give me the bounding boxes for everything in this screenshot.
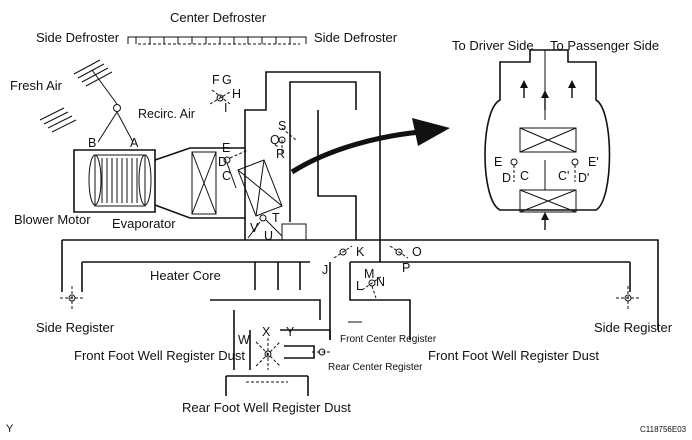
damper-letter-v: V	[250, 221, 259, 235]
damper-letter-b: B	[88, 136, 96, 150]
damper-letter-m: M	[364, 267, 374, 281]
damper-letter-o: O	[412, 245, 422, 259]
damper-letter-k: K	[356, 245, 365, 259]
side-defroster-left-label: Side Defroster	[36, 30, 120, 45]
rear-center-register-label: Rear Center Register	[328, 362, 423, 373]
inset-letter-e-prime: E'	[588, 155, 599, 169]
heater-core-label: Heater Core	[150, 268, 221, 283]
front-foot-well-right-label: Front Foot Well Register Dust	[428, 348, 599, 363]
air-intake	[39, 59, 156, 213]
damper-letter-y: Y	[286, 325, 295, 339]
rear-foot-well-label: Rear Foot Well Register Dust	[182, 400, 351, 415]
inset-letter-e: E	[494, 155, 502, 169]
front-center-register-label: Front Center Register	[340, 334, 437, 345]
damper-letter-t: T	[272, 211, 280, 225]
damper-letter-q: Q	[270, 133, 280, 147]
inset-letter-d-prime: D'	[578, 171, 589, 185]
detail-arrow	[290, 118, 450, 175]
damper-letter-e: E	[222, 141, 230, 155]
side-register-right-label: Side Register	[594, 320, 673, 335]
to-driver-side-label: To Driver Side	[452, 38, 534, 53]
fresh-air-label: Fresh Air	[10, 78, 63, 93]
inset-letter-d: D	[502, 171, 511, 185]
center-defroster-label: Center Defroster	[170, 10, 267, 25]
damper-letter-u: U	[264, 229, 273, 243]
lower-distribution-duct	[60, 239, 659, 396]
heater-core-unit	[223, 149, 283, 239]
recirc-air-label: Recirc. Air	[138, 107, 195, 121]
inset-letter-c: C	[520, 169, 529, 183]
to-passenger-side-label: To Passenger Side	[550, 38, 659, 53]
evaporator-label: Evaporator	[112, 216, 176, 231]
main-duct	[209, 71, 381, 241]
inset-letter-c-prime: C'	[558, 169, 569, 183]
damper-letter-w: W	[238, 333, 250, 347]
damper-letter-a: A	[130, 136, 139, 150]
blower-motor-unit	[88, 154, 152, 207]
evaporator-case	[154, 147, 246, 219]
blower-motor-label: Blower Motor	[14, 212, 91, 227]
damper-letter-l: L	[356, 279, 363, 293]
damper-letter-g: G	[222, 73, 232, 87]
damper-letter-r: R	[276, 147, 285, 161]
damper-letter-p: P	[402, 261, 410, 275]
damper-letter-s: S	[278, 119, 286, 133]
corner-mark: Y	[6, 423, 14, 435]
damper-letter-c: C	[222, 169, 231, 183]
damper-letter-d: D	[218, 155, 227, 169]
damper-letter-f: F	[212, 73, 220, 87]
damper-letter-i: I	[224, 101, 227, 115]
damper-letter-n: N	[376, 275, 385, 289]
center-defroster-outlet	[127, 36, 307, 45]
side-defroster-right-label: Side Defroster	[314, 30, 398, 45]
damper-letter-h: H	[232, 87, 241, 101]
damper-letter-j: J	[322, 263, 328, 277]
inset-detail	[484, 49, 611, 230]
front-foot-well-left-label: Front Foot Well Register Dust	[74, 348, 245, 363]
side-register-left-label: Side Register	[36, 320, 115, 335]
figure-code: C118756E03	[640, 425, 687, 434]
damper-letter-x: X	[262, 325, 271, 339]
